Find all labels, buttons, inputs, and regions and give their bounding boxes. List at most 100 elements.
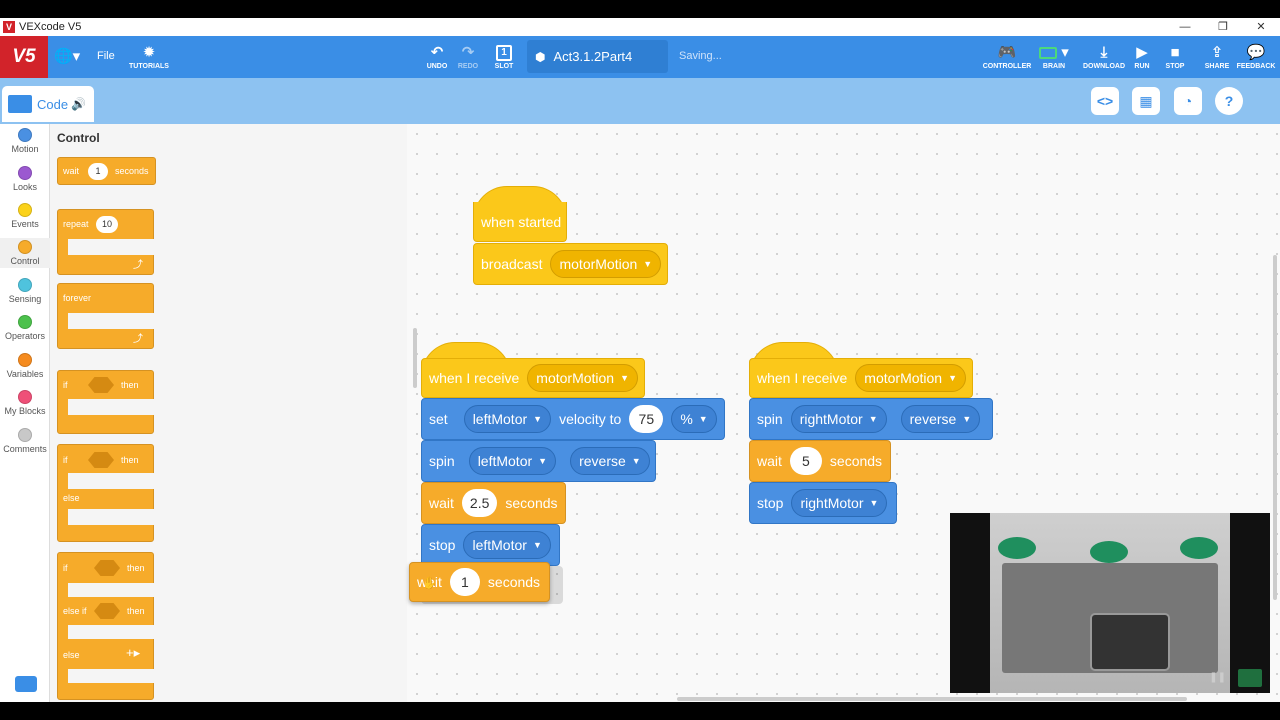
chevron-down-icon: ▼ [948,373,958,383]
palette-if-elseif-block[interactable]: if then else if then else +▸ [57,552,155,700]
dragged-wait-value-input[interactable]: 1 [449,568,480,596]
chevron-down-icon: ▼ [532,540,542,550]
spin-motor-dropdown-2[interactable]: rightMotor▼ [790,405,887,433]
window-titlebar: V VEXcode V5 — ❐ ✕ [0,18,1280,36]
category-looks[interactable]: Looks [0,166,50,192]
velocity-value-input[interactable]: 75 [629,405,664,433]
spin-direction-dropdown[interactable]: reverse▼ [570,447,650,475]
redo-button[interactable]: ↷ REDO [457,43,479,70]
category-events[interactable]: Events [0,203,50,229]
palette-wait-value[interactable]: 1 [88,163,108,180]
spin-block[interactable]: spin leftMotor▼ reverse▼ [421,440,656,482]
tutorials-button[interactable]: ✹ TUTORIALS [129,43,169,70]
velocity-unit-dropdown[interactable]: %▼ [671,405,717,433]
broadcast-message-dropdown[interactable]: motorMotion▼ [550,250,662,278]
when-started-block[interactable]: when started [473,202,567,242]
devices-icon[interactable]: ▦ [1132,87,1160,115]
when-i-receive-block-2[interactable]: when I receive motorMotion▼ [749,358,973,398]
feedback-button[interactable]: 💬 FEEDBACK [1236,43,1276,70]
wait-block[interactable]: wait 2.5 seconds [421,482,566,524]
code-viewer-icon[interactable]: <> [1091,87,1119,115]
pause-icon[interactable]: ❚❚ [1209,672,1226,683]
controller-icon: 🎮 [997,43,1017,61]
dragged-wait-block[interactable]: wait 1 seconds [409,562,550,602]
category-sensing[interactable]: Sensing [0,278,50,304]
slot-button[interactable]: 1 SLOT [494,44,514,70]
wait-value-input[interactable]: 2.5 [461,489,498,517]
share-icon: ⇪ [1210,43,1224,61]
palette-wait-block[interactable]: wait 1 seconds [57,157,156,185]
stop-button[interactable]: ■ STOP [1165,43,1185,70]
spin-motor-dropdown[interactable]: leftMotor▼ [468,447,557,475]
palette-if-else-block[interactable]: if then else [57,444,155,542]
category-comments[interactable]: Comments [0,428,50,454]
share-button[interactable]: ⇪ SHARE [1204,43,1230,70]
set-motor-dropdown[interactable]: leftMotor▼ [463,405,552,433]
brand-logo: V5 [0,36,48,78]
chevron-down-icon: ▼ [631,456,641,466]
help-icon[interactable]: ? [1215,87,1243,115]
wheel-middle [1090,541,1128,563]
condition-slot[interactable] [94,560,120,576]
stop-motor-block-2[interactable]: stop rightMotor▼ [749,482,897,524]
minimize-button[interactable]: — [1179,21,1191,33]
palette-if-then-block[interactable]: if then [57,370,155,434]
controller-button[interactable]: 🎮 CONTROLLER [982,43,1032,70]
download-icon: ⤓ [1100,43,1108,61]
camera-toggle-icon[interactable] [1238,669,1262,687]
category-operators[interactable]: Operators [0,315,50,341]
code-tab[interactable]: Code 🔊 [2,86,94,122]
palette-forever-block[interactable]: forever ⤴ [57,283,155,349]
code-workspace[interactable]: when started broadcast motorMotion▼ when… [407,124,1280,702]
condition-slot[interactable] [88,452,114,468]
category-dot-icon [18,390,32,404]
spin-block-2[interactable]: spin rightMotor▼ reverse▼ [749,398,993,440]
palette-repeat-value[interactable]: 10 [96,216,118,233]
category-dot-icon [18,353,32,367]
stop-motor-dropdown[interactable]: leftMotor▼ [463,531,551,559]
category-motion[interactable]: Motion [0,128,50,154]
language-globe-icon[interactable]: 🌐▾ [54,48,81,65]
chevron-down-icon: ▼ [620,373,630,383]
stop-motor-dropdown-2[interactable]: rightMotor▼ [791,489,888,517]
wheel-right [1180,537,1218,559]
block-palette: Control wait 1 seconds repeat 10 ⤴ forev… [50,124,407,702]
brain-button[interactable]: ▾ BRAIN [1034,36,1074,78]
receive-message-dropdown-2[interactable]: motorMotion▼ [855,364,967,392]
speaker-icon[interactable]: 🔊 [71,97,87,111]
palette-scrollbar[interactable] [413,328,417,388]
run-button[interactable]: ▶ RUN [1134,43,1150,70]
feedback-icon: 💬 [1246,43,1266,61]
broadcast-block[interactable]: broadcast motorMotion▼ [473,243,668,285]
category-variables[interactable]: Variables [0,353,50,379]
project-name-field[interactable]: ⬢ Act3.1.2Part4 [527,40,668,73]
add-branch-icon[interactable]: +▸ [126,645,141,660]
extensions-icon[interactable] [15,676,37,692]
chevron-down-icon: ▼ [868,414,878,424]
stop-motor-block[interactable]: stop leftMotor▼ [421,524,560,566]
undo-icon: ↶ [430,43,444,61]
download-button[interactable]: ⤓ DOWNLOAD [1083,43,1125,70]
spin-direction-dropdown-2[interactable]: reverse▼ [900,405,981,433]
dashboard-icon[interactable]: ◔ [1174,87,1202,115]
workspace-vertical-scrollbar[interactable] [1273,255,1277,600]
undo-button[interactable]: ↶ UNDO [426,43,448,70]
condition-slot[interactable] [94,603,120,619]
set-velocity-block[interactable]: set leftMotor▼ velocity to 75 %▼ [421,398,725,440]
chevron-down-icon: ▼ [869,498,879,508]
wheel-left [998,537,1036,559]
slot-icon: 1 [496,44,512,61]
wait-block-2[interactable]: wait 5 seconds [749,440,891,482]
category-dot-icon [18,203,32,217]
category-control[interactable]: Control [0,238,50,268]
workspace-horizontal-scrollbar[interactable] [677,697,1187,701]
close-button[interactable]: ✕ [1256,21,1266,33]
palette-repeat-block[interactable]: repeat 10 ⤴ [57,209,155,275]
file-menu-button[interactable]: File [97,50,115,62]
category-my-blocks[interactable]: My Blocks [0,390,50,416]
receive-message-dropdown[interactable]: motorMotion▼ [527,364,639,392]
when-i-receive-block[interactable]: when I receive motorMotion▼ [421,358,645,398]
wait-value-input-2[interactable]: 5 [789,447,822,475]
condition-slot[interactable] [88,377,114,393]
restore-button[interactable]: ❐ [1218,21,1228,33]
